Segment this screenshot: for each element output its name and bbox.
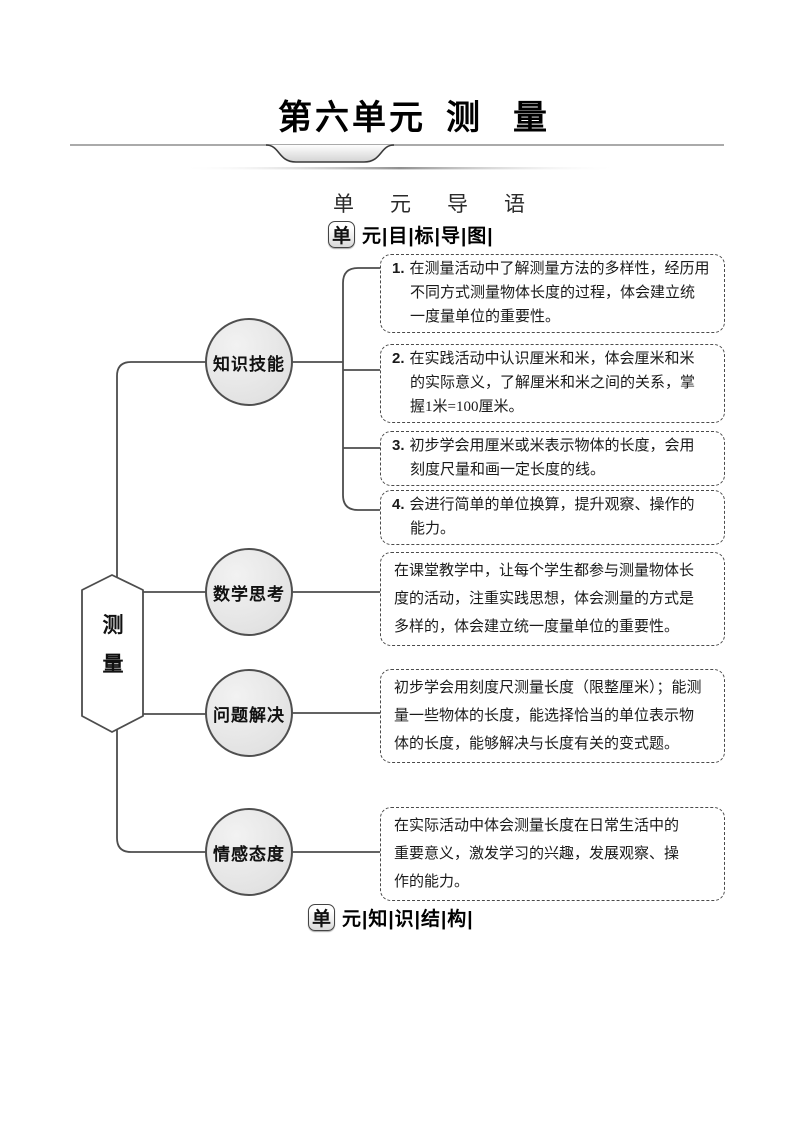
math-thinking-text: 在课堂教学中，让每个学生都参与测量物体长 度的活动，注重实践思想，体会测量的方式… (394, 563, 695, 635)
unit-badge-icon: 单 (308, 904, 335, 931)
connector-root-to-emotion (116, 728, 206, 853)
objective-box-2: 2.在实践活动中认识厘米和米，体会厘米和米 的实际意义，了解厘米和米之间的关系，… (380, 344, 725, 423)
branch-node-problem-solving: 问题解决 (205, 669, 293, 757)
subsection-heading-unit-goal-map: 单 元|目|标|导|图| (328, 221, 494, 248)
objective-1-number: 1. (392, 260, 405, 277)
objective-box-1: 1.在测量活动中了解测量方法的多样性，经历用 不同方式测量物体长度的过程，体会建… (380, 254, 725, 333)
objective-4-number: 4. (392, 496, 405, 513)
connector-root-to-knowledge (116, 361, 206, 578)
subsection-heading-label: 元|知|识|结|构| (342, 909, 474, 930)
title-char-2: 量 (513, 99, 550, 137)
title-char-1: 测 (446, 99, 483, 137)
objective-4-text: 会进行简单的单位换算，提升观察、操作的 能力。 (409, 497, 695, 537)
objective-2-text: 在实践活动中认识厘米和米，体会厘米和米 的实际意义，了解厘米和米之间的关系，掌 … (409, 351, 696, 415)
title-unit: 第六单元 (278, 99, 426, 137)
divider-tab-outline (265, 144, 395, 163)
divider-tab-fill (266, 145, 394, 162)
problem-solving-text: 初步学会用刻度尺测量长度（限整厘米）；能测 量一些物体的长度，能选择恰当的单位表… (394, 680, 702, 752)
branch-node-knowledge-skills: 知识技能 (205, 318, 293, 406)
mindmap-root-label: 测 量 (82, 606, 144, 684)
root-char-2: 量 (102, 653, 124, 676)
section-heading-unit-intro: 单元导语 (333, 192, 561, 216)
objective-box-3: 3.初步学会用厘米或米表示物体的长度，会用 刻度尺量和画一定长度的线。 (380, 431, 725, 486)
emotional-attitude-text: 在实际活动中体会测量长度在日常生活中的 重要意义，激发学习的兴趣，发展观察、操 … (394, 818, 680, 890)
objective-3-text: 初步学会用厘米或米表示物体的长度，会用 刻度尺量和画一定长度的线。 (409, 438, 695, 478)
header-divider-decoration (70, 144, 724, 170)
emotional-attitude-box: 在实际活动中体会测量长度在日常生活中的 重要意义，激发学习的兴趣，发展观察、操 … (380, 807, 725, 901)
root-hexagon-shape (81, 574, 144, 733)
page-title: 第六单元测量 (278, 90, 550, 139)
math-thinking-box: 在课堂教学中，让每个学生都参与测量物体长 度的活动，注重实践思想，体会测量的方式… (380, 552, 725, 646)
divider-shadow (180, 167, 620, 170)
objective-2-number: 2. (392, 350, 405, 367)
unit-badge-icon: 单 (328, 221, 355, 248)
subsection-heading-label: 元|目|标|导|图| (362, 226, 494, 247)
objective-box-4: 4.会进行简单的单位换算，提升观察、操作的 能力。 (380, 490, 725, 545)
connector-bracket (342, 267, 381, 511)
subsection-heading-unit-knowledge-structure: 单 元|知|识|结|构| (308, 904, 474, 931)
branch-node-math-thinking: 数学思考 (205, 548, 293, 636)
objective-1-text: 在测量活动中了解测量方法的多样性，经历用 不同方式测量物体长度的过程，体会建立统… (409, 261, 710, 325)
branch-node-emotional-attitude: 情感态度 (205, 808, 293, 896)
objective-3-number: 3. (392, 437, 405, 454)
problem-solving-box: 初步学会用刻度尺测量长度（限整厘米）；能测 量一些物体的长度，能选择恰当的单位表… (380, 669, 725, 763)
root-char-1: 测 (102, 614, 124, 637)
